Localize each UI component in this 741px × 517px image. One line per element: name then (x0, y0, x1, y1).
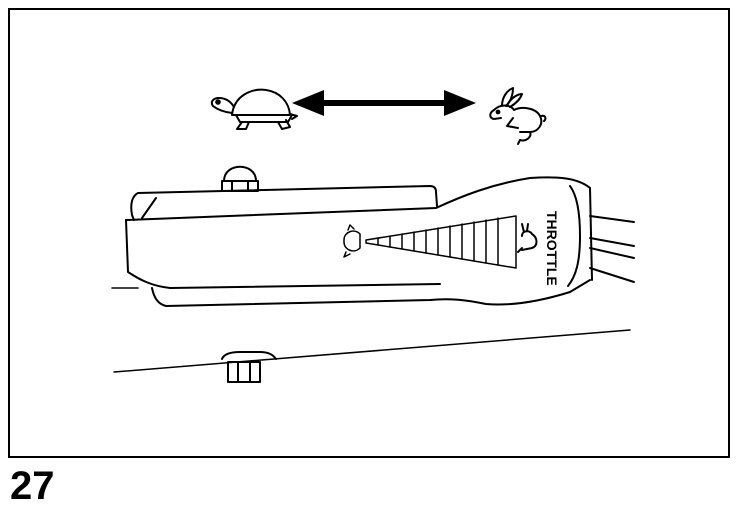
double-arrow-icon (292, 90, 476, 116)
rabbit-icon (489, 87, 547, 145)
throttle-illustration: THROTTLE (111, 87, 635, 383)
throttle-lever (125, 176, 635, 307)
lever-rabbit-mark-icon (517, 223, 538, 253)
illustration-frame: THROTTLE (8, 8, 730, 458)
lever-turtle-mark-icon (343, 224, 361, 258)
figure-number: 27 (10, 464, 55, 508)
acorn-nut (221, 165, 259, 192)
turtle-icon (210, 88, 298, 130)
bottom-bracket (221, 351, 277, 383)
throttle-label: THROTTLE (544, 211, 560, 286)
speed-scale (365, 215, 517, 269)
